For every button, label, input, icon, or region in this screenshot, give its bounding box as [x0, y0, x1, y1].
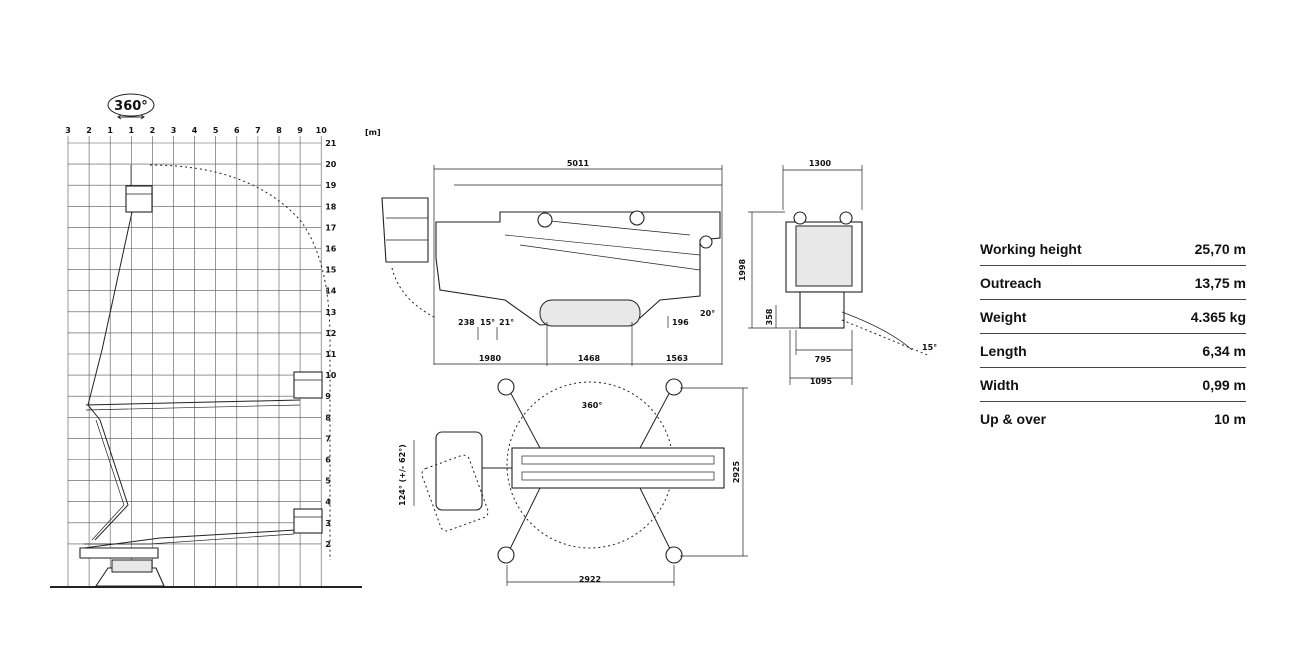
x-tick-label: 1: [129, 126, 135, 135]
y-tick-label: 7: [325, 434, 331, 443]
dim-seg-b: 1468: [578, 354, 601, 363]
x-tick-label: 9: [297, 126, 303, 135]
angle-rear: 20°: [700, 309, 715, 318]
dim-seg-a: 1980: [479, 354, 502, 363]
dim-outrigger-length: 2925: [732, 460, 741, 483]
spec-value: 13,75 m: [1194, 274, 1246, 291]
basket-top: [125, 185, 153, 213]
spec-label: Length: [980, 342, 1027, 359]
spec-value: 6,34 m: [1202, 342, 1246, 359]
y-tick-label: 16: [325, 245, 337, 254]
slope-angle: 15°: [922, 343, 937, 352]
basket-folded: [381, 197, 429, 263]
y-tick-label: 15: [325, 266, 337, 275]
basket-mid: [293, 371, 323, 399]
rotation-badge: [107, 93, 155, 117]
spec-label: Width: [980, 376, 1019, 393]
y-tick-label: 9: [325, 392, 331, 401]
envelope-curve: [149, 164, 331, 560]
y-tick-label: 2: [325, 540, 331, 549]
rotation-arrows-icon: [117, 114, 145, 120]
spec-value: 4.365 kg: [1190, 308, 1246, 325]
basket-low: [293, 508, 323, 534]
dim-front-height: 1998: [738, 258, 747, 281]
dim-ground: 358: [765, 308, 774, 325]
y-tick-label: 13: [325, 308, 336, 317]
top-basket: [435, 431, 483, 511]
y-tick-label: 4: [325, 498, 331, 507]
y-tick-label: 10: [325, 371, 337, 380]
side-view: 5011 1980 1468 1563 238 15° 21° 20° 196: [381, 159, 723, 366]
x-tick-label: 1: [107, 126, 113, 135]
height-rear: 196: [672, 318, 689, 327]
top-view: 360° 124° (+/- 62°) 2922 2925: [398, 378, 748, 586]
spec-value: 25,70 m: [1194, 240, 1246, 257]
x-tick-label: 7: [255, 126, 261, 135]
y-tick-label: 6: [325, 456, 331, 465]
spec-row: Width 0,99 m: [980, 368, 1246, 402]
spec-row: Working height 25,70 m: [980, 232, 1246, 266]
rotation-label: 360°: [114, 99, 148, 114]
boom-horizontal-low: [83, 508, 323, 549]
y-tick-label: 21: [325, 139, 337, 148]
spec-row: Weight 4.365 kg: [980, 300, 1246, 334]
spec-value: 10 m: [1214, 411, 1246, 427]
y-tick-label: 19: [325, 181, 337, 190]
spec-row: Length 6,34 m: [980, 334, 1246, 368]
envelope-grid: [67, 136, 322, 587]
angle-b: 21°: [499, 318, 514, 327]
dim-total-length: 5011: [567, 159, 590, 168]
y-tick-label: 8: [325, 413, 331, 422]
y-tick-label: 17: [325, 223, 336, 232]
y-tick-label: 12: [325, 329, 336, 338]
x-tick-label: 2: [86, 126, 92, 135]
spec-table: Working height 25,70 m Outreach 13,75 m Weig…: [980, 232, 1246, 436]
y-tick-label: 11: [325, 350, 337, 359]
track: [539, 299, 641, 327]
x-tick-label: 10: [316, 126, 328, 135]
dim-front-width: 1300: [809, 159, 832, 168]
x-tick-label: 8: [276, 126, 282, 135]
y-tick-label: 20: [325, 160, 337, 169]
base-machine: [79, 547, 165, 587]
spec-label: Outreach: [980, 274, 1042, 291]
spec-label: Working height: [980, 240, 1082, 257]
basket-rotation: 124° (+/- 62°): [398, 444, 407, 506]
dim-track-outer: 1095: [810, 377, 833, 386]
x-tick-label: 3: [65, 126, 71, 135]
x-tick-label: 2: [150, 126, 156, 135]
y-tick-label: 18: [325, 202, 337, 211]
x-tick-label: 3: [171, 126, 177, 135]
angle-a: 15°: [480, 318, 495, 327]
x-tick-label: 5: [213, 126, 219, 135]
dim-seg-c: 1563: [666, 354, 688, 363]
dim-track-inner: 795: [815, 355, 832, 364]
dim-outrigger-width: 2922: [579, 575, 601, 584]
dim-clearance: 238: [458, 318, 475, 327]
y-tick-label: 5: [325, 477, 331, 486]
front-view: 1300 1998 358 15° 795 1095: [738, 159, 937, 386]
spec-value: 0,99 m: [1202, 376, 1246, 393]
boom-vertical: [87, 165, 153, 541]
spec-label: Up & over: [980, 411, 1047, 427]
boom-horizontal-mid: [85, 371, 323, 411]
spec-row: Up & over 10 m: [980, 402, 1246, 436]
unit-label: [m]: [365, 128, 381, 137]
spec-row: Outreach 13,75 m: [980, 266, 1246, 300]
y-tick-label: 14: [325, 287, 337, 296]
spec-label: Weight: [980, 308, 1027, 325]
x-tick-label: 4: [192, 126, 198, 135]
x-tick-label: 6: [234, 126, 240, 135]
top-rotation-label: 360°: [582, 401, 603, 410]
y-tick-label: 3: [325, 519, 331, 528]
